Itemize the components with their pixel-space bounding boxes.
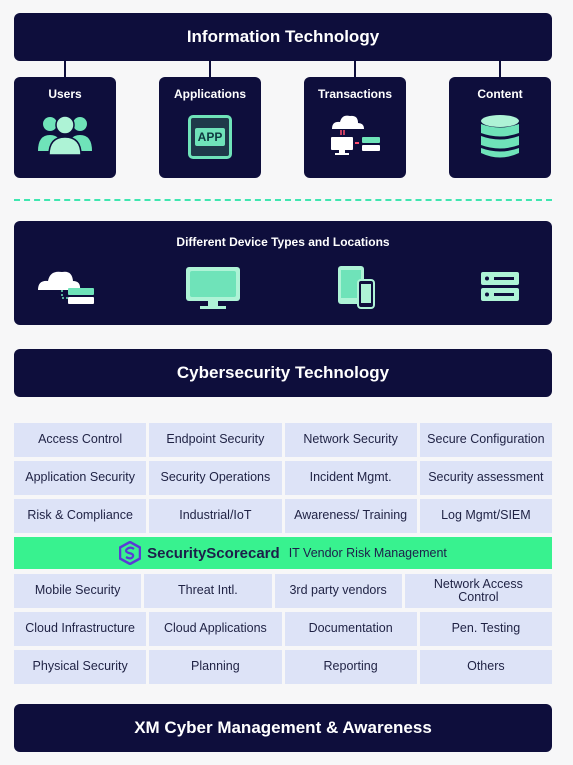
users-icon [38, 115, 92, 155]
category-cell: Network Security [284, 423, 417, 457]
card-label: Content [477, 87, 523, 101]
banner-title: Cybersecurity Technology [176, 363, 390, 382]
category-row: Cloud Infrastructure Cloud Applications … [14, 612, 552, 646]
category-cell: Endpoint Security [149, 423, 282, 457]
xm-cyber-banner: XM Cyber Management & Awareness [14, 704, 552, 752]
information-technology-banner: Information Technology [14, 13, 552, 61]
category-cell: Risk & Compliance [14, 499, 147, 533]
card-label: Users [48, 87, 82, 101]
connector-line [64, 61, 66, 77]
monitor-icon [186, 267, 240, 309]
card-label: Applications [173, 87, 246, 101]
category-row: Mobile Security Threat Intl. 3rd party v… [14, 574, 552, 608]
scorecard-brand: SecurityScorecard [147, 544, 280, 562]
cybersecurity-banner: Cybersecurity Technology [14, 349, 552, 397]
server-icon [481, 272, 519, 301]
banner-title: Information Technology [186, 27, 380, 46]
category-cell: Cloud Infrastructure [14, 612, 147, 646]
category-cell: Others [419, 650, 552, 684]
category-row: Access Control Endpoint Security Network… [14, 423, 552, 457]
it-card-content: Content [449, 77, 551, 178]
category-cell: Incident Mgmt. [284, 461, 417, 495]
it-card-applications: Applications APP [159, 77, 261, 178]
app-icon-text: APP [194, 128, 226, 146]
category-cell: Industrial/IoT [149, 499, 282, 533]
category-cell: Awareness/ Training [284, 499, 417, 533]
category-cell: Documentation [284, 612, 417, 646]
category-cell: Security assessment [419, 461, 552, 495]
security-scorecard-band: SecurityScorecard IT Vendor Risk Managem… [14, 537, 552, 569]
category-cell: 3rd party vendors [274, 574, 402, 608]
category-cell: Security Operations [149, 461, 282, 495]
mobile-devices-icon [338, 266, 375, 309]
category-cell: Access Control [14, 423, 147, 457]
cloud-server-icon [38, 271, 94, 304]
transactions-icon [331, 115, 380, 155]
device-types-panel: Different Device Types and Locations [14, 221, 552, 325]
connector-line [499, 61, 501, 77]
securityscorecard-logo-icon [119, 541, 142, 565]
category-cell: Log Mgmt/SIEM [419, 499, 552, 533]
category-cell: Pen. Testing [419, 612, 552, 646]
category-row: Application Security Security Operations… [14, 461, 552, 495]
category-row: Risk & Compliance Industrial/IoT Awarene… [14, 499, 552, 533]
category-cell: Planning [149, 650, 282, 684]
database-icon [481, 115, 519, 158]
category-cell: Physical Security [14, 650, 147, 684]
device-types-title: Different Device Types and Locations [176, 235, 390, 249]
it-card-users: Users [14, 77, 116, 178]
category-cell: Secure Configuration [419, 423, 552, 457]
connector-line [209, 61, 211, 77]
scorecard-subtitle: IT Vendor Risk Management [288, 546, 447, 560]
dashed-divider [14, 199, 552, 201]
connector-line [354, 61, 356, 77]
app-icon: APP [188, 115, 232, 159]
category-cell: Application Security [14, 461, 147, 495]
banner-title: XM Cyber Management & Awareness [134, 718, 432, 737]
category-cell: Mobile Security [14, 574, 142, 608]
category-cell: Cloud Applications [149, 612, 282, 646]
it-card-transactions: Transactions [304, 77, 406, 178]
category-cell: Reporting [284, 650, 417, 684]
category-cell: Network Access Control [404, 574, 552, 608]
category-cell: Threat Intl. [144, 574, 272, 608]
category-row: Physical Security Planning Reporting Oth… [14, 650, 552, 684]
card-label: Transactions [317, 87, 393, 101]
